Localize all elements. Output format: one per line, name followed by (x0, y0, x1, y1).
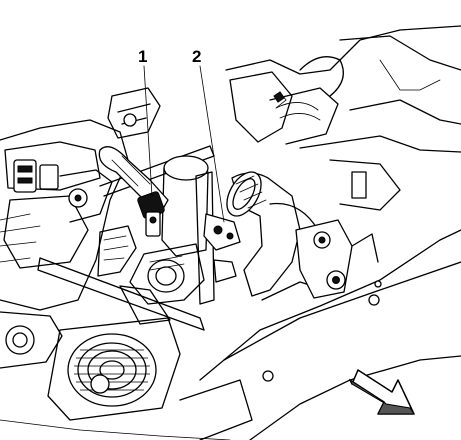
front-of-vehicle-arrow (348, 369, 415, 415)
fender-panel (0, 229, 461, 440)
throttle-body (119, 155, 209, 325)
air-intake-duct (226, 171, 333, 301)
callout-label-2: 2 (192, 47, 201, 66)
engine-block (0, 119, 137, 311)
hose (98, 146, 169, 237)
drive-pulley (0, 311, 181, 421)
callout-label-1: 1 (138, 47, 147, 66)
upper-right-components (225, 25, 461, 211)
mount-bracket (295, 219, 379, 299)
clamp (195, 171, 241, 305)
crossover-pipe (37, 145, 215, 331)
callout-leaders (143, 65, 225, 223)
